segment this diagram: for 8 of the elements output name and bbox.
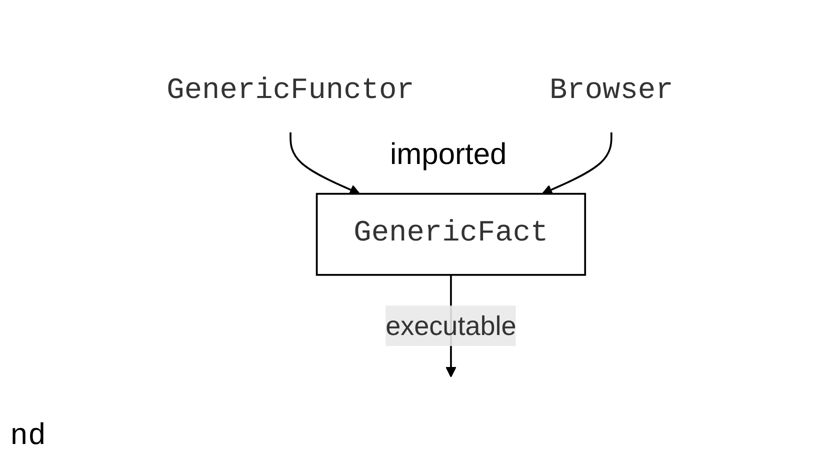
arrow — [290, 132, 360, 195]
arrow — [542, 132, 612, 195]
text-label: imported — [390, 138, 507, 172]
node-text: Browser — [549, 74, 674, 108]
text-fragment: nd — [10, 420, 46, 454]
edge-label: executable — [386, 310, 516, 342]
node-text: GenericFunctor — [166, 74, 414, 108]
node-box: GenericFact — [316, 192, 586, 276]
